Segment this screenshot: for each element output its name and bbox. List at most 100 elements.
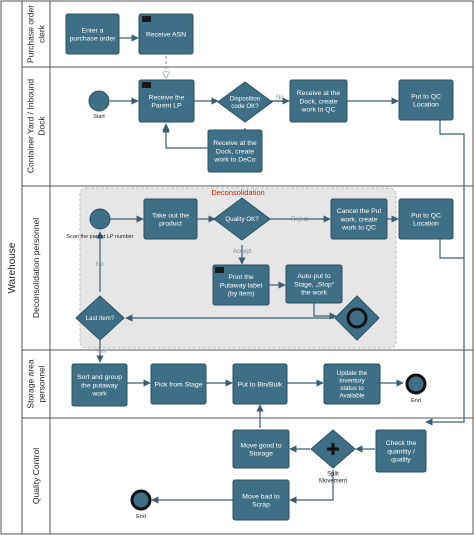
gateway-label-line: Disposition	[230, 96, 261, 103]
lane-label-storage: Storage area	[26, 359, 36, 408]
task-label-line: Receive the	[149, 94, 185, 101]
task-label-line: Move good to	[240, 442, 281, 449]
start-event-label: Start	[93, 114, 105, 120]
gateway-last-item[interactable]: Last item?	[75, 295, 125, 341]
gateway-label-line: Split	[327, 472, 339, 478]
task-receive-asn[interactable]: Receive ASN	[138, 13, 194, 55]
task-label-line: Dock, create	[216, 148, 254, 155]
gateway-label-line: Movement	[319, 479, 347, 485]
gateway-join[interactable]	[334, 295, 380, 341]
flow-label-last-item-no: No	[96, 262, 104, 268]
task-label-line: Sort and group	[77, 374, 122, 381]
flow-label-disposition-no: No	[276, 95, 284, 101]
lane-label-decon: Deconsolidation personnel	[31, 218, 41, 318]
task-label-line: (by item)	[228, 291, 254, 298]
lane-label-storage: personnel	[37, 365, 47, 402]
lane-dividers	[22, 66, 473, 419]
task-label-line: Move bad to	[242, 493, 280, 500]
task-label-line: Receive at the	[213, 140, 257, 147]
flow-label-last-item-yes: Yes	[96, 349, 106, 355]
task-label-line: Available	[340, 393, 366, 400]
task-label-line: work to DeCo	[213, 157, 255, 164]
start-event[interactable]: Start	[88, 90, 110, 120]
gateway-quality-ok[interactable]: Quality OK?	[213, 197, 271, 241]
task-label-line: the work	[301, 290, 327, 297]
task-label-line: Dock, create	[299, 98, 337, 105]
task-label-line: Putaway label	[220, 282, 263, 289]
task-label-line: Print the	[228, 274, 254, 281]
sequence-flows	[96, 34, 465, 504]
gateway-label-line: code OK?	[231, 103, 259, 110]
task-label-line: the putaway	[81, 382, 118, 389]
task-label-line: Receive at the	[297, 90, 341, 97]
join-marker-icon	[346, 307, 368, 329]
task-label-line: Auto-put to	[297, 273, 330, 280]
task-label-line: purchase order	[70, 35, 116, 42]
end-event-qc[interactable]: End	[130, 489, 152, 520]
task-label-line: Take out the	[152, 212, 189, 219]
task-label-line: Update the	[337, 370, 368, 377]
flow-label-quality-accept: Accept	[233, 249, 252, 255]
task-label-line: Enter a	[82, 27, 104, 34]
task-label-line: Location	[413, 101, 439, 108]
task-pick-stage[interactable]: Pick from Stage	[150, 363, 207, 405]
task-label-line: Stage, „Stop“	[294, 281, 335, 288]
task-label-line: Put to QC	[411, 212, 441, 219]
task-label-line: Parent LP	[151, 102, 182, 109]
task-put-bin[interactable]: Put to Bin/Bulk	[232, 363, 288, 405]
task-label-line: work to QC	[341, 225, 376, 232]
task-label-line: work, create	[339, 216, 377, 223]
gateway-label-line: Last item?	[86, 315, 115, 322]
task-label-line: Put to QC	[411, 93, 441, 100]
task-label-line: product	[159, 220, 182, 227]
task-label-line: quantity /	[387, 448, 415, 455]
lane-label-purchase: Purchase order	[26, 5, 36, 63]
message-icon	[142, 16, 151, 22]
task-label-line: Pick from Stage	[155, 381, 203, 388]
scan-parent-event-label: Scan the parent LP number	[66, 234, 133, 240]
task-label-line: work to QC	[301, 107, 336, 114]
task-label-line: Cancel the Put	[337, 208, 382, 215]
task-label-line: Inventory	[339, 377, 365, 384]
pool-title: Warehouse	[7, 242, 18, 293]
flow-labels: No Reject Accept No Yes	[96, 95, 308, 355]
task-label-line: Location	[413, 220, 439, 227]
scan-parent-event[interactable]: Scan the parent LP number	[66, 208, 134, 240]
task-label-line: status to	[340, 385, 364, 392]
events: Start Scan the parent LP number End End	[66, 90, 427, 520]
task-label-line: work	[91, 391, 107, 398]
plus-icon	[327, 443, 339, 455]
lane-label-container: Dock	[37, 116, 47, 136]
task-label-line: Scrap	[252, 501, 270, 508]
end-event-storage[interactable]: End	[405, 373, 427, 404]
task-label-line: Receive ASN	[146, 31, 186, 38]
lane-label-container: Container Yard / Inbound	[26, 79, 36, 173]
lane-label-purchase: clerk	[37, 24, 47, 43]
end-event-storage-label: End	[411, 398, 421, 404]
flow-label-quality-reject: Reject	[291, 217, 308, 223]
task-label-line: Put to Bin/Bulk	[238, 381, 283, 388]
task-label-line: Check the	[386, 440, 417, 447]
